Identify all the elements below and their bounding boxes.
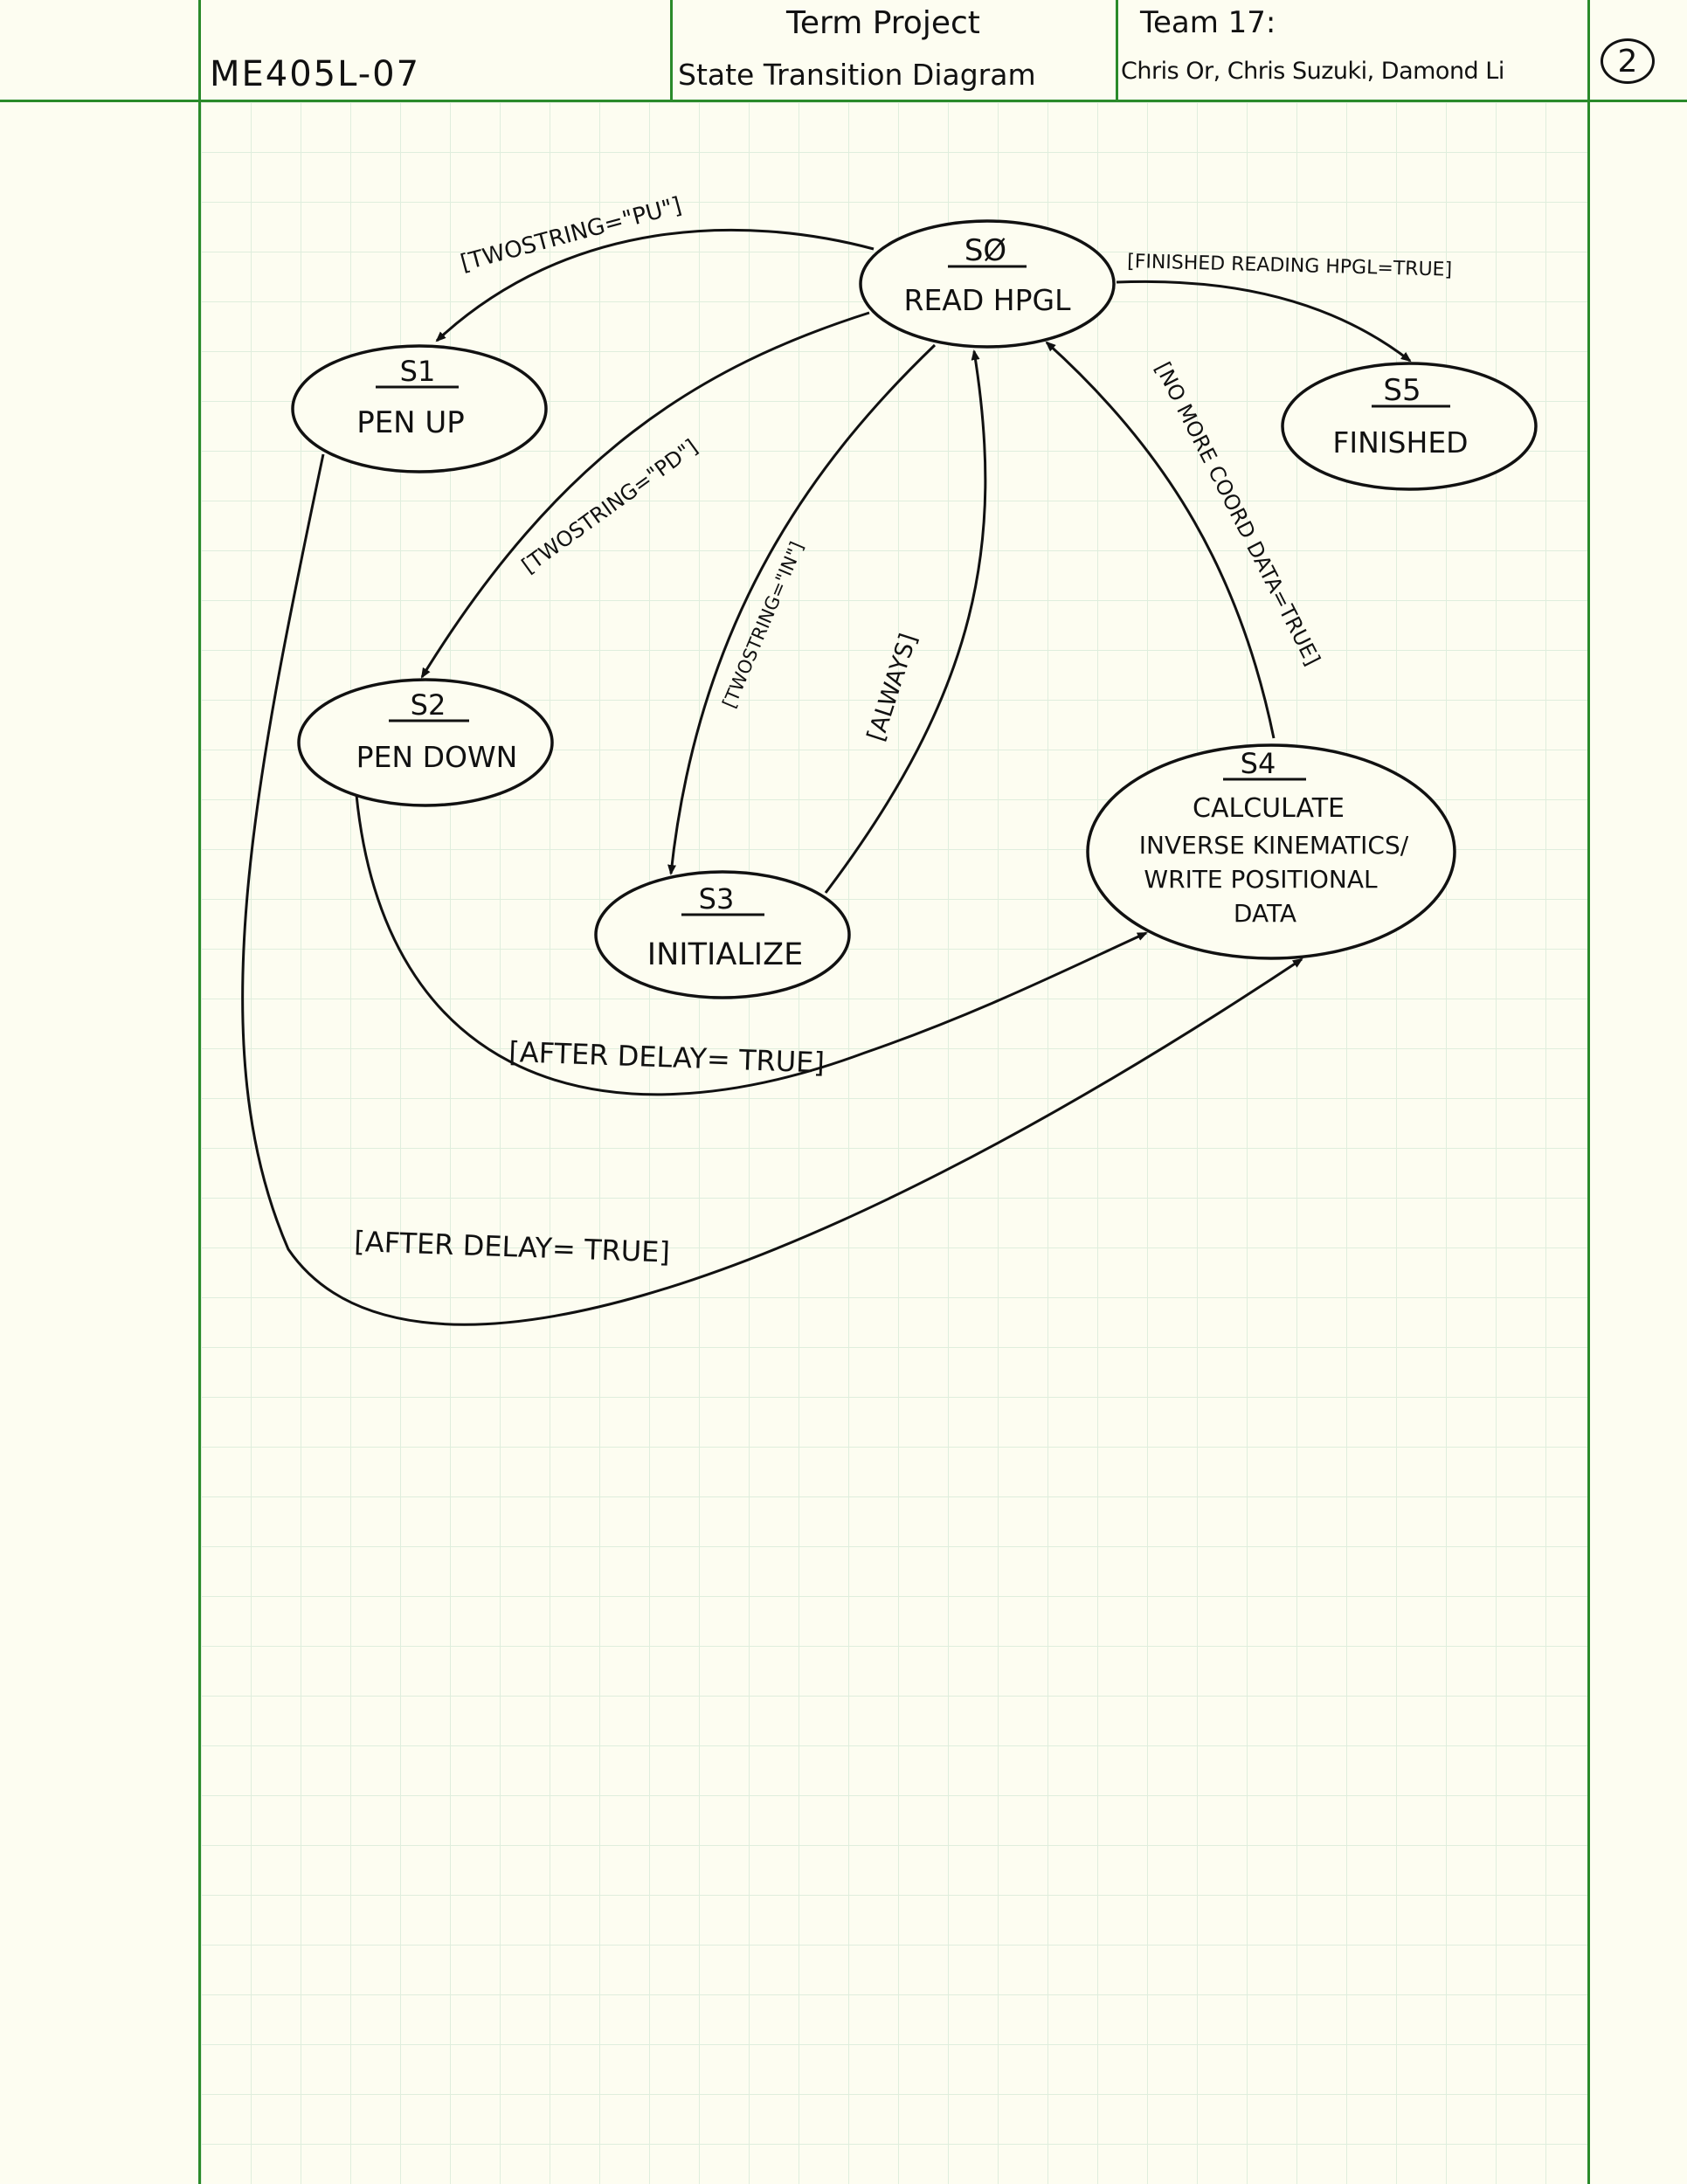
state-s4-bubble: [1086, 743, 1456, 960]
state-s0-bubble: [859, 219, 1116, 349]
state-s0-id: SØ: [964, 233, 1006, 268]
state-s4-line-3: WRITE POSITIONAL: [1144, 865, 1378, 894]
header-divider-2: [1116, 0, 1118, 100]
course-code: ME405L-07: [210, 54, 421, 94]
state-s3-name: INITIALIZE: [647, 937, 803, 972]
state-s2-name: PEN DOWN: [356, 740, 518, 774]
state-s3-bubble: [594, 870, 851, 999]
state-s5-bubble: [1281, 362, 1538, 491]
transition-s2-s4-label: [AFTER DELAY= TRUE]: [508, 1035, 826, 1080]
transition-s4-s0-arrow: [1045, 341, 1276, 739]
transition-s2-s4-arrow: [355, 794, 1148, 1096]
right-margin-rule: [1587, 0, 1590, 2184]
state-s1-name: PEN UP: [356, 405, 465, 440]
team-members: Chris Or, Chris Suzuki, Damond Li: [1121, 58, 1504, 85]
state-s3-id: S3: [699, 882, 735, 916]
state-s2-id: S2: [411, 688, 446, 722]
transition-s0-s2-arrow: [420, 311, 870, 679]
state-s5-id: S5: [1383, 373, 1421, 408]
state-s4-id: S4: [1241, 747, 1276, 780]
state-s5-name: FINISHED: [1332, 425, 1468, 460]
state-s1-id: S1: [400, 355, 436, 388]
header-rule: [0, 100, 1687, 102]
transition-s3-s0-arrow: [824, 349, 987, 894]
transition-s3-s0-label: [ALWAYS]: [862, 630, 923, 744]
transition-s1-s4-label: [AFTER DELAY= TRUE]: [354, 1225, 671, 1269]
transition-s1-s4-arrow: [241, 453, 1303, 1326]
state-s4-line-1: CALCULATE: [1193, 793, 1345, 824]
transition-s0-s5-arrow: [1116, 280, 1412, 363]
left-margin-rule: [198, 0, 201, 2184]
state-s4-line-2: INVERSE KINEMATICS/: [1139, 831, 1409, 860]
title-line-2: State Transition Diagram: [678, 58, 1036, 92]
title-line-1: Term Project: [786, 5, 980, 41]
state-s1-bubble: [291, 344, 548, 473]
page-number: 2: [1617, 43, 1638, 79]
transition-s0-s5-label: [FINISHED READING HPGL=TRUE]: [1127, 251, 1453, 281]
page-number-badge: 2: [1601, 38, 1655, 84]
header-divider-1: [670, 0, 673, 100]
transition-s0-s1-label: [TWOSTRING="PU"]: [458, 192, 684, 276]
transition-s0-s2-label: [TWOSTRING="PD"]: [517, 434, 702, 578]
state-s0-name: READ HPGL: [904, 283, 1072, 317]
state-s4-line-4: DATA: [1234, 899, 1296, 928]
state-s2-bubble: [297, 678, 554, 807]
team-label: Team 17:: [1140, 5, 1276, 40]
transition-s0-s1-arrow: [435, 228, 875, 342]
transition-s0-s3-arrow: [667, 343, 937, 875]
